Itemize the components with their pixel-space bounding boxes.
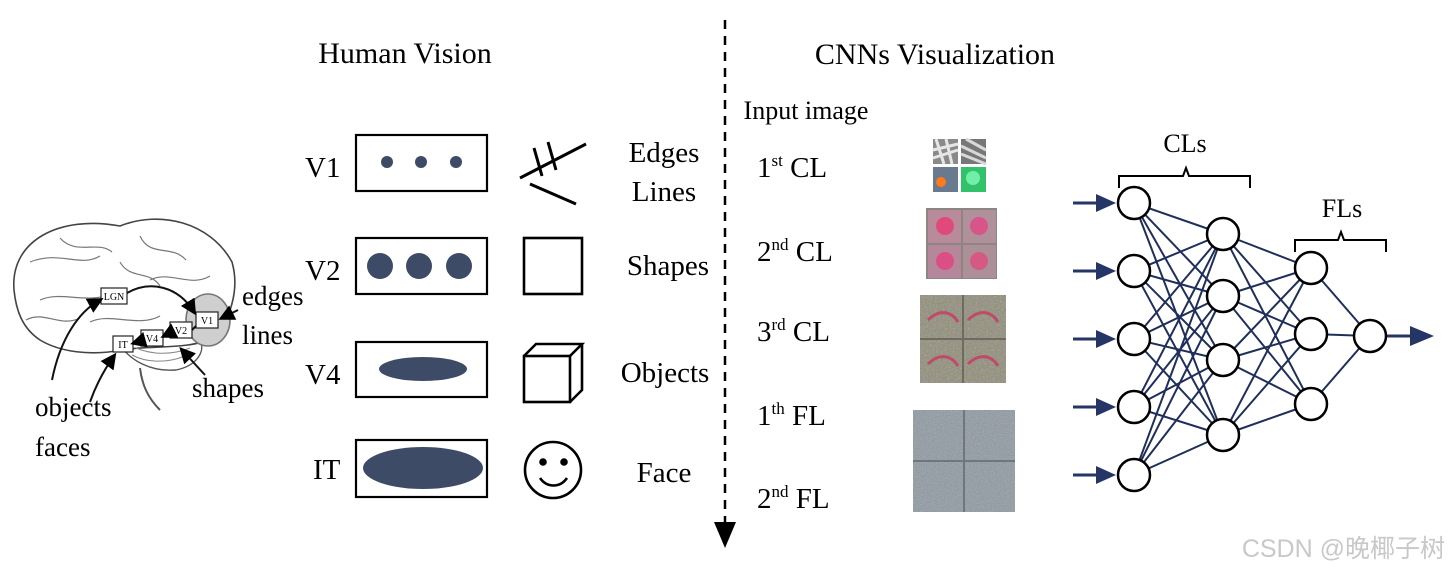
annotation-shapes: shapes — [192, 373, 264, 403]
layer-label-2nd-cl: 2nd CL — [757, 235, 833, 268]
cerebellum-outline — [119, 339, 203, 371]
network-node — [1293, 316, 1329, 352]
network-connection — [1133, 202, 1224, 361]
network-node — [1205, 342, 1241, 378]
network-node — [1293, 386, 1329, 422]
network-node — [1116, 457, 1152, 493]
feature-label-shapes: Shapes — [627, 250, 709, 282]
region-label-v1: V1 — [201, 316, 213, 327]
network-connection — [1133, 295, 1224, 476]
feature-label-objects: Objects — [621, 357, 710, 389]
input-arrow-icon — [1096, 330, 1116, 348]
network-node — [1352, 318, 1388, 354]
fls-bracket — [1294, 229, 1387, 252]
output-arrow-icon — [1410, 326, 1434, 346]
network-connection — [1133, 359, 1224, 476]
feature-label-lines: Lines — [632, 176, 696, 208]
network-node — [1205, 278, 1241, 314]
feature-vis-2nd-cl — [926, 208, 997, 279]
feature-vis-3rd-cl — [920, 295, 1006, 383]
layer-label-1th-fl: 1th FL — [757, 399, 826, 432]
square-shape-icon — [522, 236, 584, 296]
annotation-faces: faces — [35, 432, 90, 462]
network-connection — [1222, 267, 1312, 361]
network-node — [1293, 250, 1329, 286]
network-connection — [1222, 233, 1312, 335]
cnn-visualization-title: CNNs Visualization — [815, 38, 1055, 71]
smiley-face-icon — [523, 440, 583, 500]
input-arrow-icon — [1096, 262, 1116, 280]
watermark-text: CSDN @晚椰子树 — [1242, 535, 1445, 563]
receptive-field-v4 — [354, 340, 489, 399]
cls-bracket — [1118, 165, 1251, 188]
cls-label: CLs — [1163, 129, 1206, 158]
area-label-v1: V1 — [305, 152, 340, 184]
edges-lines-icon — [519, 141, 587, 206]
network-node — [1116, 185, 1152, 221]
network-node — [1116, 253, 1152, 289]
input-arrow-icon — [1096, 466, 1116, 484]
area-label-v4: V4 — [305, 359, 341, 391]
cube-object-icon — [522, 342, 586, 404]
annotation-lines: lines — [242, 320, 293, 350]
fls-label: FLs — [1322, 194, 1362, 223]
network-connection — [1133, 295, 1224, 408]
network-nodes — [1116, 185, 1388, 493]
region-label-lgn: LGN — [104, 292, 125, 303]
area-label-it: IT — [313, 454, 341, 486]
human-vision-title: Human Vision — [318, 37, 491, 70]
brainstem — [139, 367, 161, 411]
network-connection — [1222, 233, 1312, 405]
network-connection — [1222, 333, 1312, 436]
input-arrow-icon — [1096, 398, 1116, 416]
receptive-field-v2 — [354, 236, 489, 296]
annotation-objects: objects — [35, 392, 111, 422]
network-connection — [1133, 233, 1224, 476]
divider-arrowhead-icon — [714, 522, 736, 548]
network-node — [1116, 389, 1152, 425]
network-connection — [1133, 233, 1224, 408]
region-label-v2: V2 — [175, 326, 187, 337]
feature-vis-1st-cl — [931, 137, 987, 194]
layer-label-3rd-cl: 3rd CL — [757, 315, 830, 348]
feature-label-face: Face — [637, 457, 692, 489]
region-label-v4: V4 — [146, 334, 158, 345]
feature-vis-1th-fl — [913, 410, 1015, 512]
layer-label-1st-cl: 1st CL — [757, 151, 827, 184]
receptive-field-it — [354, 438, 489, 499]
receptive-field-v1 — [354, 133, 489, 193]
layer-label-2nd-fl: 2nd FL — [757, 482, 830, 515]
feature-label-edges: Edges — [629, 137, 700, 169]
input-image-label: Input image — [744, 96, 869, 125]
network-node — [1116, 321, 1152, 357]
network-connections — [1133, 202, 1371, 476]
network-connection — [1133, 270, 1224, 361]
network-arrows — [1073, 194, 1434, 484]
input-arrow-icon — [1096, 194, 1116, 212]
network-connection — [1133, 202, 1224, 297]
network-connection — [1222, 267, 1312, 436]
brain-pathway-arrows — [51, 285, 239, 403]
network-node — [1205, 216, 1241, 252]
region-label-it: IT — [118, 340, 127, 351]
network-connection — [1133, 233, 1224, 340]
network-node — [1205, 417, 1241, 453]
annotation-edges: edges — [242, 281, 303, 311]
area-label-v2: V2 — [305, 255, 340, 287]
